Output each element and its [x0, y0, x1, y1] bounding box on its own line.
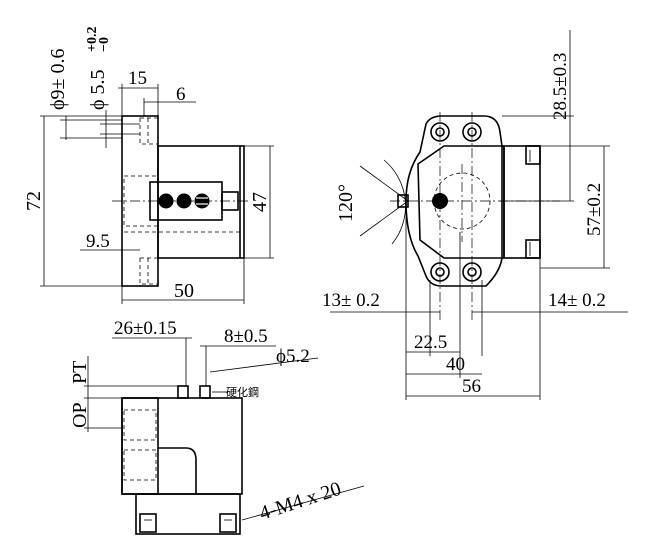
- side-view: 120° 28.5±0.3 57±0.2 13± 0.2 14± 0.2 22.…: [322, 30, 628, 400]
- dim-dia-5-5: ϕ 5.5: [87, 69, 109, 110]
- dim-8: 8±0.5: [224, 326, 268, 347]
- dim-50: 50: [174, 280, 194, 302]
- dim-22-5: 22.5: [414, 332, 447, 353]
- label-pt: PT: [69, 361, 91, 384]
- screw-label: 4-M4 x 20: [257, 478, 344, 525]
- dim-tol-plus: +0.2: [85, 27, 100, 52]
- dim-13: 13± 0.2: [322, 290, 380, 311]
- dim-15: 15: [128, 68, 147, 89]
- dim-14: 14± 0.2: [548, 290, 606, 311]
- front-view: 72 47 50 9.5 15 6 ϕ9± 0.6 ϕ 5.5 +0.2 −0: [23, 27, 274, 304]
- dim-9-5: 9.5: [86, 231, 110, 252]
- dim-6: 6: [176, 84, 186, 105]
- dim-56: 56: [462, 376, 481, 397]
- dim-angle-120: 120°: [335, 184, 357, 222]
- material-label: 硬化鋼: [226, 385, 259, 399]
- label-op: OP: [69, 402, 91, 428]
- dim-57: 57±0.2: [584, 183, 605, 236]
- dim-72: 72: [23, 191, 45, 211]
- dim-dia-9: ϕ9± 0.6: [47, 48, 69, 110]
- bottom-view: 26±0.15 8±0.5 ϕ5.2 硬化鋼 PT OP 4-M4 x 20: [69, 318, 365, 535]
- dim-26: 26±0.15: [114, 318, 177, 339]
- dim-dia-5-2: ϕ5.2: [276, 346, 310, 367]
- dim-40: 40: [446, 354, 465, 375]
- dim-tol-minus: −0: [97, 37, 112, 52]
- dim-28-5: 28.5±0.3: [550, 53, 571, 120]
- dim-47: 47: [249, 192, 271, 212]
